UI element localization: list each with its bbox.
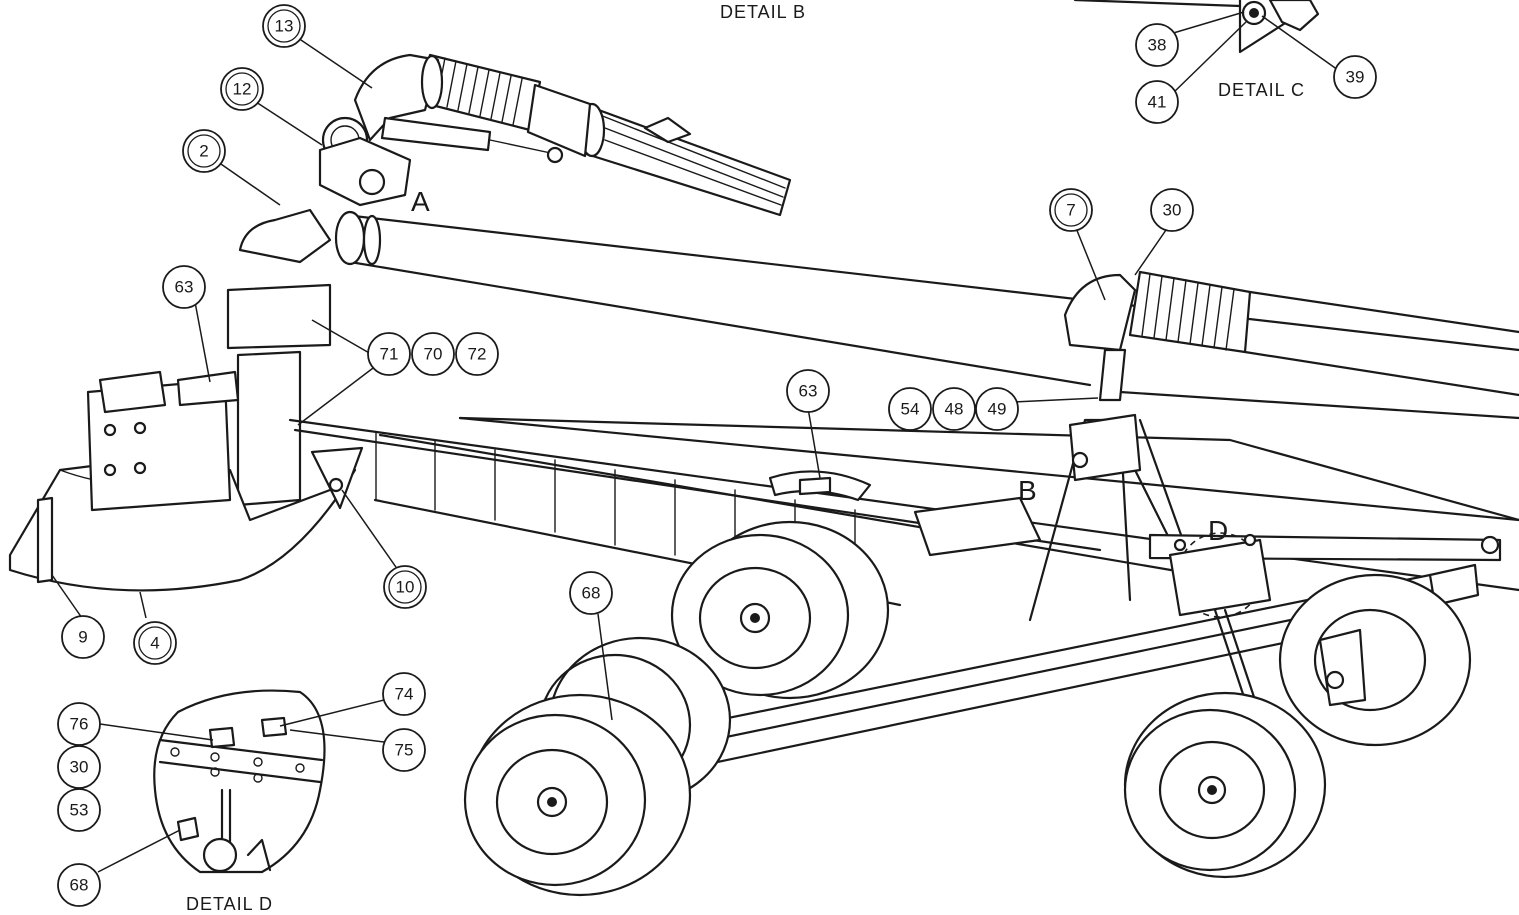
callout-70: 70 [411, 332, 455, 376]
svg-text:68: 68 [582, 584, 601, 603]
svg-text:7: 7 [1066, 201, 1075, 220]
svg-text:41: 41 [1148, 93, 1167, 112]
callout-68-mid: 68 [569, 571, 613, 615]
callout-30-top: 30 [1150, 188, 1194, 232]
svg-text:9: 9 [78, 628, 87, 647]
svg-text:72: 72 [468, 345, 487, 364]
callout-13: 13 [262, 4, 306, 48]
svg-text:74: 74 [395, 685, 414, 704]
discharge-spout [318, 53, 792, 217]
svg-text:13: 13 [275, 17, 294, 36]
leader-lines [51, 11, 1339, 873]
callout-30-detail-d: 30 [57, 745, 101, 789]
svg-text:54: 54 [901, 400, 920, 419]
callout-63-left: 63 [162, 265, 206, 309]
wheel-front-left [463, 693, 692, 897]
callout-49: 49 [975, 387, 1019, 431]
svg-text:48: 48 [945, 400, 964, 419]
wheel-right-front [1123, 691, 1327, 879]
svg-text:30: 30 [70, 758, 89, 777]
callout-9: 9 [61, 615, 105, 659]
svg-text:75: 75 [395, 741, 414, 760]
callout-38: 38 [1135, 23, 1179, 67]
section-marker-b: B [1018, 475, 1037, 506]
section-marker-a: A [411, 186, 430, 217]
wheel-right-back [1278, 573, 1472, 747]
intake-hopper [8, 208, 364, 592]
callout-41: 41 [1135, 80, 1179, 124]
callout-48: 48 [932, 387, 976, 431]
svg-text:76: 76 [70, 715, 89, 734]
svg-text:70: 70 [424, 345, 443, 364]
svg-text:12: 12 [233, 80, 252, 99]
callout-71: 71 [367, 332, 411, 376]
callout-72: 72 [455, 332, 499, 376]
callout-7: 7 [1049, 188, 1093, 232]
svg-text:49: 49 [988, 400, 1007, 419]
section-marker-d: D [1208, 515, 1228, 546]
callout-2: 2 [182, 129, 226, 173]
callout-10: 10 [383, 565, 427, 609]
svg-text:68: 68 [70, 876, 89, 895]
wheels [463, 520, 1472, 897]
callout-53: 53 [57, 788, 101, 832]
detail-d-drawing [153, 689, 326, 874]
callout-76: 76 [57, 702, 101, 746]
detail-c-caption: DETAIL C [1218, 80, 1305, 100]
main-frame [288, 413, 1519, 622]
svg-text:2: 2 [199, 142, 208, 161]
svg-text:63: 63 [799, 382, 818, 401]
svg-text:30: 30 [1163, 201, 1182, 220]
svg-text:10: 10 [396, 578, 415, 597]
svg-text:4: 4 [150, 634, 159, 653]
callout-12: 12 [220, 67, 264, 111]
detail-d-caption: DETAIL D [186, 894, 273, 914]
svg-text:71: 71 [380, 345, 399, 364]
callout-75: 75 [382, 728, 426, 772]
callout-63-mid: 63 [786, 369, 830, 413]
svg-text:63: 63 [175, 278, 194, 297]
auger-tubes [334, 210, 1519, 420]
detail-b-caption: DETAIL B [720, 2, 806, 22]
detail-c-drawing [1073, 0, 1320, 54]
svg-text:53: 53 [70, 801, 89, 820]
callout-39: 39 [1333, 55, 1377, 99]
callout-54: 54 [888, 387, 932, 431]
wheel-rear-back [670, 520, 890, 700]
callout-4: 4 [133, 621, 177, 665]
svg-text:38: 38 [1148, 36, 1167, 55]
svg-text:39: 39 [1346, 68, 1365, 87]
callout-74: 74 [382, 672, 426, 716]
callout-68-detail-d: 68 [57, 863, 101, 907]
